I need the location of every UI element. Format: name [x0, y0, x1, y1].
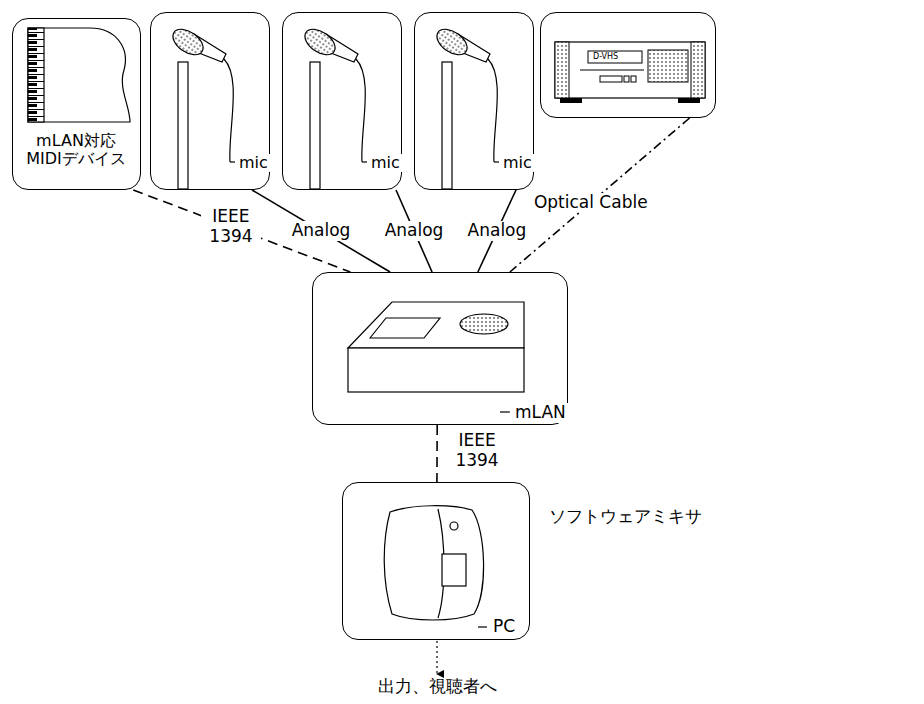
connector-line [510, 118, 690, 272]
connector-line [252, 190, 390, 272]
edge-label: IEEE 1394 [447, 431, 507, 470]
microphone-figure [432, 24, 499, 189]
microphone-figure [168, 24, 235, 189]
edge-label: Analog [290, 221, 353, 241]
node-text: mic [369, 154, 402, 172]
output-arrow [436, 641, 437, 674]
node-text: mic [237, 154, 270, 172]
dvhs-deck-figure [555, 42, 705, 103]
node-text: ソフトウェアミキサ [549, 507, 702, 527]
mixer-figure [348, 302, 524, 412]
pc-box: ソフトウェアミキサPC [342, 482, 530, 640]
microphone-box: mic [282, 12, 402, 190]
node-text: mLAN [513, 403, 568, 423]
microphone-figure [300, 24, 367, 189]
node-text: mic [501, 154, 534, 172]
edge-label: Analog [466, 221, 529, 241]
dvhs-deck-box: D-VHS [540, 12, 716, 118]
edge-label: IEEE 1394 [201, 207, 261, 246]
connector-line [436, 425, 438, 482]
pc-figure [384, 506, 487, 627]
piano-figure [28, 28, 130, 122]
edge-label: Optical Cable [532, 193, 650, 213]
midi-device-box: mLAN対応 MIDIデバイス [12, 18, 141, 190]
node-text: mLAN対応 MIDIデバイス [17, 132, 135, 169]
node-text: D-VHS [593, 52, 618, 61]
node-text: PC [491, 617, 517, 637]
mlan-mixer-box: mLAN [312, 272, 568, 425]
output-label: 出力、視聴者へ [378, 677, 497, 697]
microphone-box: mic [414, 12, 534, 190]
edge-label: Analog [383, 221, 446, 241]
microphone-box: mic [150, 12, 270, 190]
